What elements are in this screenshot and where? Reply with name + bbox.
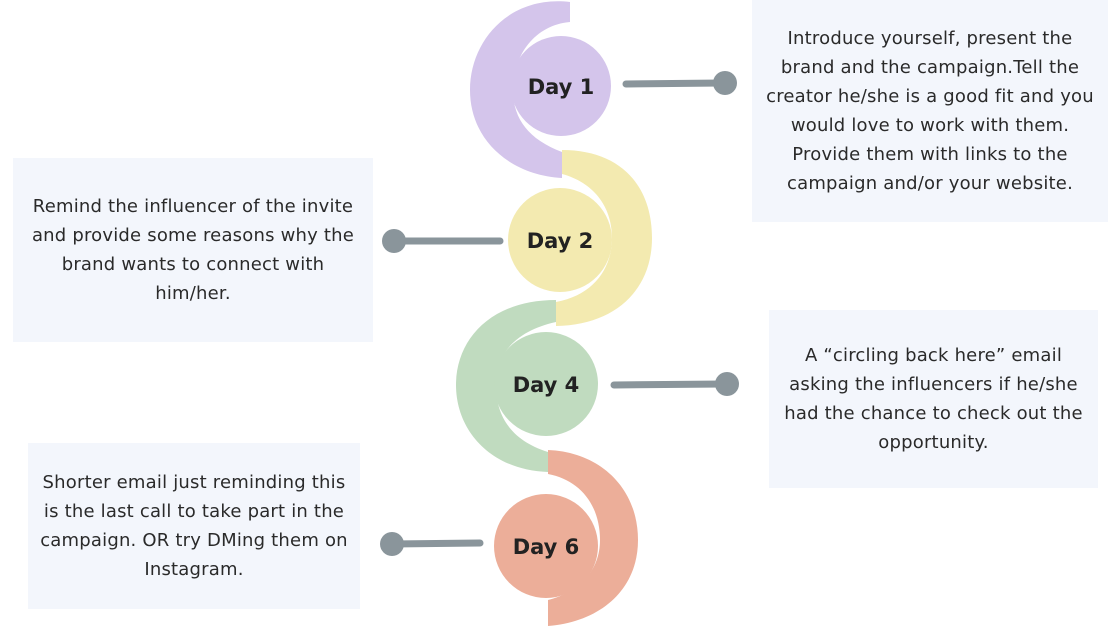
day3-label: Day 4 <box>513 373 580 397</box>
step-card-day2: Remind the influencer of the invite and … <box>13 158 373 342</box>
connector-3 <box>610 372 739 396</box>
day2-label: Day 2 <box>527 229 594 253</box>
day1-label: Day 1 <box>528 75 595 99</box>
day3-arc <box>456 300 556 472</box>
step-text-day2: Remind the influencer of the invite and … <box>31 196 355 304</box>
step-card-day4: A “circling back here” email asking the … <box>769 310 1098 488</box>
day4-circle <box>494 494 598 598</box>
connector-2 <box>382 229 504 253</box>
day4-arc <box>548 450 638 626</box>
day2-arc <box>556 150 652 326</box>
day2-circle <box>508 188 612 292</box>
step-card-day1: Introduce yourself, present the brand an… <box>752 0 1108 222</box>
connector-1 <box>622 71 737 95</box>
day4-label: Day 6 <box>513 535 580 559</box>
connector-4 <box>380 532 484 556</box>
step-text-day4: A “circling back here” email asking the … <box>784 345 1083 453</box>
day3-circle <box>494 332 598 436</box>
day1-arc <box>470 1 570 178</box>
step-text-day6: Shorter email just reminding this is the… <box>40 472 348 580</box>
step-card-day6: Shorter email just reminding this is the… <box>28 443 360 609</box>
day1-circle <box>511 36 611 136</box>
step-text-day1: Introduce yourself, present the brand an… <box>766 28 1094 194</box>
